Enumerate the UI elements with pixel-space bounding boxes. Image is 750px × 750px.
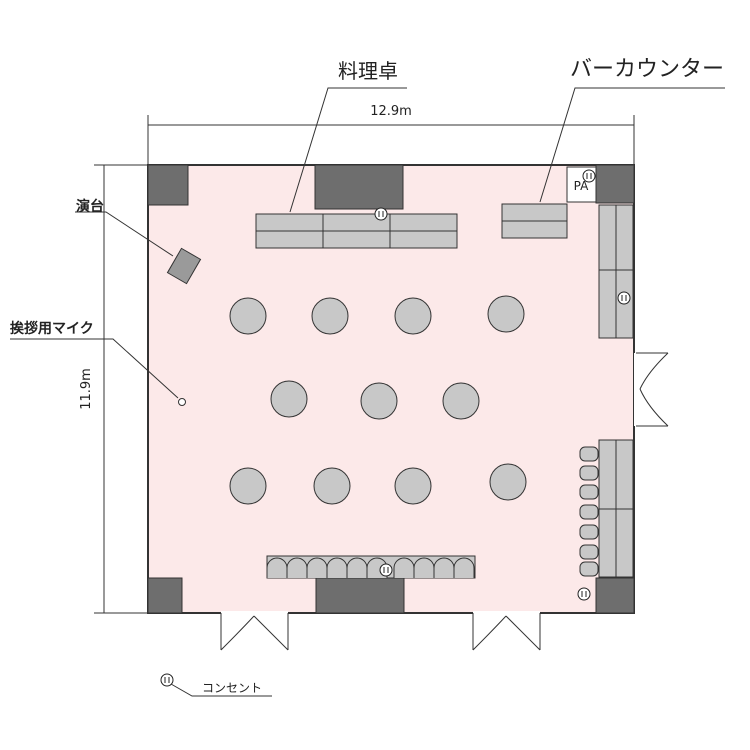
pillar-top-right xyxy=(595,164,635,204)
bottom-chair-row[interactable] xyxy=(266,555,476,579)
round-table xyxy=(311,297,349,335)
round-table xyxy=(489,463,527,501)
pillars xyxy=(147,164,635,614)
round-table xyxy=(313,467,351,505)
mic-leader xyxy=(10,338,179,399)
outlet-icon xyxy=(374,207,388,221)
outlet-legend-icon xyxy=(160,673,174,687)
round-table xyxy=(487,295,525,333)
cooking-table-label: 料理卓 xyxy=(338,59,398,83)
round-tables[interactable] xyxy=(229,295,527,505)
outlet-leader xyxy=(170,683,272,697)
bottom-right-double-door[interactable] xyxy=(472,613,541,651)
speech-mic-label: 挨拶用マイク xyxy=(10,320,94,337)
pillar-bottom-left xyxy=(147,577,183,614)
width-dimension-label: 12.9m xyxy=(370,104,412,119)
podium-label: 演台 xyxy=(76,198,104,215)
cooking-table-leader xyxy=(289,87,407,213)
outlet-icons xyxy=(160,169,631,687)
outlet-icon xyxy=(577,587,591,601)
bottom-left-door-opening xyxy=(221,611,288,615)
height-dimension-label: 11.9m xyxy=(79,368,94,410)
outlet-icon xyxy=(379,563,393,577)
pillar-top-center xyxy=(314,164,404,210)
right-double-door[interactable] xyxy=(636,352,669,427)
round-table xyxy=(442,382,480,420)
podium[interactable] xyxy=(166,247,202,285)
outlet-icon xyxy=(617,291,631,305)
pillar-bottom-right xyxy=(595,577,635,614)
leader-lines xyxy=(10,87,725,697)
round-table xyxy=(394,467,432,505)
round-table xyxy=(270,380,308,418)
podium-leader xyxy=(75,211,174,257)
width-dimension xyxy=(147,115,635,165)
round-table xyxy=(394,297,432,335)
round-table xyxy=(229,467,267,505)
right-side-chairs[interactable] xyxy=(579,446,599,577)
pillar-top-left xyxy=(147,164,189,206)
bottom-right-door-opening xyxy=(473,611,540,615)
round-table xyxy=(360,382,398,420)
right-door-opening xyxy=(634,353,638,426)
pa-label: PA xyxy=(574,179,589,193)
bottom-left-double-door[interactable] xyxy=(220,613,289,651)
outlet-icon xyxy=(582,169,596,183)
bar-counter[interactable] xyxy=(501,203,568,239)
speech-mic[interactable] xyxy=(178,398,186,406)
pillar-bottom-center xyxy=(315,577,405,614)
cooking-table[interactable] xyxy=(255,213,458,249)
bar-counter-label: バーカウンター xyxy=(570,57,724,82)
bar-counter-leader xyxy=(539,87,725,203)
round-table xyxy=(229,297,267,335)
height-dimension xyxy=(94,164,150,614)
outlet-label: コンセント xyxy=(202,681,262,695)
